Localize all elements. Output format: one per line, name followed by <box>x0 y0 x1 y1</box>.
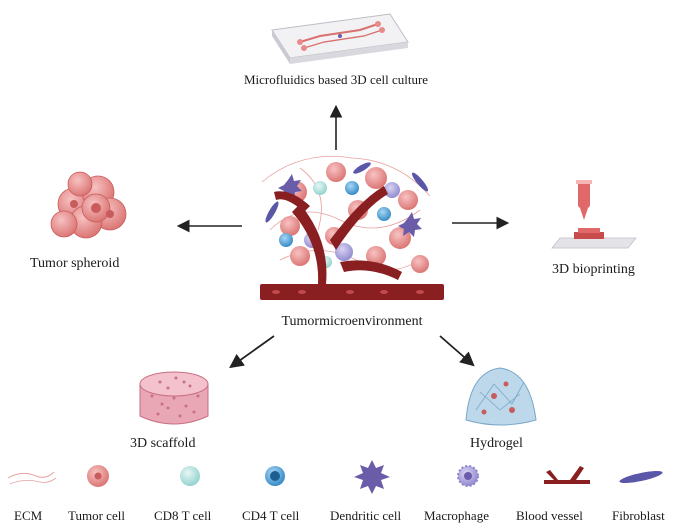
arrows <box>176 104 510 369</box>
fibroblast-icon <box>619 470 663 484</box>
red-blood-cells <box>272 290 424 294</box>
legend-label-blood-vessel: Blood vessel <box>516 508 583 523</box>
legend-label-ecm: ECM <box>14 508 43 523</box>
label-hydrogel: Hydrogel <box>470 436 523 451</box>
legend-icons <box>7 460 663 494</box>
blood-vessel-icon <box>544 466 590 484</box>
microfluidic-chip-icon <box>271 13 409 64</box>
tumor-spheroid-icon <box>50 171 127 239</box>
dendritic-cell-icon <box>354 460 390 494</box>
tumor-microenvironment-illustration <box>260 156 444 300</box>
cd8-t-cell <box>313 181 327 195</box>
dendritic-cell <box>398 212 422 237</box>
macrophage-cell <box>335 243 353 261</box>
ecm-icon <box>9 477 57 485</box>
cd4-t-cell <box>377 207 391 221</box>
bioprinter-icon <box>551 180 637 249</box>
cd8-t-cell-icon <box>180 466 200 486</box>
macrophage-cell <box>384 182 400 198</box>
legend-label-dendritic-cell: Dendritic cell <box>330 508 402 523</box>
cd4-t-cell <box>279 233 293 247</box>
legend-label-tumor-cell: Tumor cell <box>68 508 125 523</box>
label-bioprinting: 3D bioprinting <box>552 262 635 277</box>
scaffold-icon <box>139 371 209 425</box>
legend-label-macrophage: Macrophage <box>424 508 489 523</box>
fibroblast <box>265 201 279 223</box>
label-tumor-spheroid: Tumor spheroid <box>30 256 120 271</box>
fibroblast <box>353 162 371 174</box>
legend-label-cd4-t-cell: CD4 T cell <box>242 508 300 523</box>
label-tumor-microenvironment: Tumormicroenvironment <box>281 314 423 329</box>
label-3d-scaffold: 3D scaffold <box>130 436 196 451</box>
arrow-to-hydrogel <box>439 335 475 367</box>
label-microfluidics: Microfluidics based 3D cell culture <box>243 72 429 87</box>
ecm-icon <box>7 471 55 479</box>
cd4-t-cell <box>345 181 359 195</box>
hydrogel-icon <box>465 367 537 426</box>
fibroblast <box>411 172 429 192</box>
legend-label-cd8-t-cell: CD8 T cell <box>154 508 212 523</box>
arrow-to-scaffold <box>229 335 275 369</box>
legend-label-fibroblast: Fibroblast <box>612 508 665 523</box>
